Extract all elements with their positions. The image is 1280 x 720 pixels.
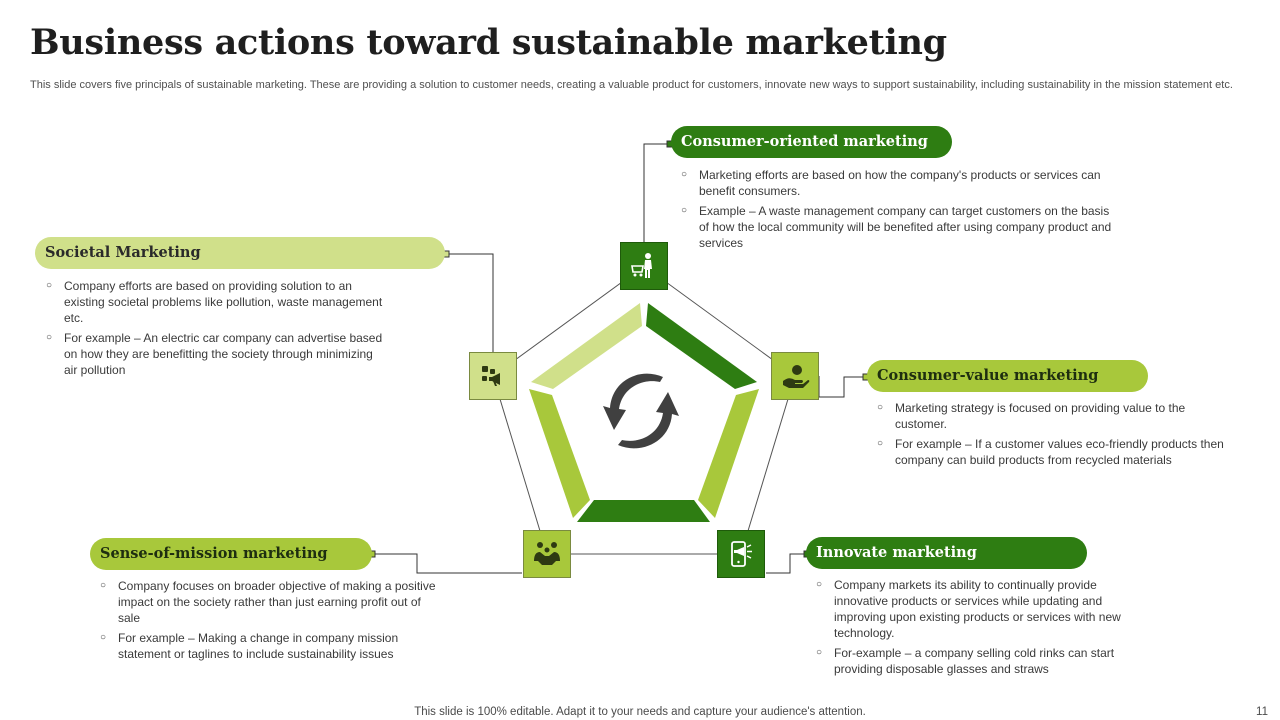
- leader-societal: [447, 253, 494, 352]
- leader-sense-of-mission: [373, 553, 522, 574]
- bullet-item: For example – Making a change in company…: [100, 630, 440, 662]
- shopper-with-cart-icon: [631, 253, 652, 278]
- bullet-item: Marketing efforts are based on how the c…: [681, 167, 1121, 199]
- page-number: 11: [1256, 706, 1268, 718]
- ring-segment-bottom: [577, 500, 710, 522]
- consumer-value-icon-box: [771, 352, 819, 400]
- innovate-bullets: Company markets its ability to continual…: [816, 577, 1151, 681]
- innovate-icon-box: [717, 530, 765, 578]
- consumer-oriented-bullets: Marketing efforts are based on how the c…: [681, 167, 1121, 255]
- bullet-item: Company efforts are based on providing s…: [46, 278, 386, 326]
- mobile-promotion-icon: [731, 541, 752, 567]
- slide-title: Business actions toward sustainable mark…: [30, 22, 947, 63]
- innovate-heading: Innovate marketing: [806, 537, 1087, 569]
- consumer-value-heading: Consumer-value marketing: [867, 360, 1148, 392]
- outer-pentagon-connector: [492, 265, 796, 555]
- ring-segment-right: [698, 389, 759, 518]
- ring-segment-left: [529, 389, 590, 518]
- societal-icon-box: [469, 352, 517, 400]
- consumer-value-bullets: Marketing strategy is focused on providi…: [877, 400, 1239, 472]
- ring-segment-top-left: [531, 303, 642, 389]
- center-pentagon-ring: [529, 303, 759, 522]
- bullet-item: Company markets its ability to continual…: [816, 577, 1151, 641]
- consumer-oriented-heading: Consumer-oriented marketing: [671, 126, 952, 158]
- bullet-item: Example – A waste management company can…: [681, 203, 1121, 251]
- handshake-icon: [534, 542, 560, 565]
- bullet-item: Marketing strategy is focused on providi…: [877, 400, 1239, 432]
- slide-subtitle: This slide covers five principals of sus…: [30, 79, 1233, 91]
- bullet-item: Company focuses on broader objective of …: [100, 578, 440, 626]
- bullet-item: For example – If a customer values eco-f…: [877, 436, 1239, 468]
- sense-of-mission-icon-box: [523, 530, 571, 578]
- leader-consumer-oriented: [643, 143, 670, 242]
- ring-segment-top-right: [646, 303, 757, 389]
- consumer-oriented-icon-box: [620, 242, 668, 290]
- leader-consumer-value: [818, 376, 866, 398]
- sense-of-mission-bullets: Company focuses on broader objective of …: [100, 578, 440, 666]
- hand-with-coin-icon: [783, 365, 810, 388]
- leader-innovate: [766, 553, 807, 574]
- societal-heading: Societal Marketing: [35, 237, 445, 269]
- societal-bullets: Company efforts are based on providing s…: [46, 278, 386, 382]
- slide-footer: This slide is 100% editable. Adapt it to…: [414, 706, 866, 718]
- megaphone-ideas-icon: [482, 366, 500, 386]
- sense-of-mission-heading: Sense-of-mission marketing: [90, 538, 372, 570]
- refresh-cycle-icon: [603, 373, 679, 449]
- bullet-item: For example – An electric car company ca…: [46, 330, 386, 378]
- bullet-item: For-example – a company selling cold rin…: [816, 645, 1151, 677]
